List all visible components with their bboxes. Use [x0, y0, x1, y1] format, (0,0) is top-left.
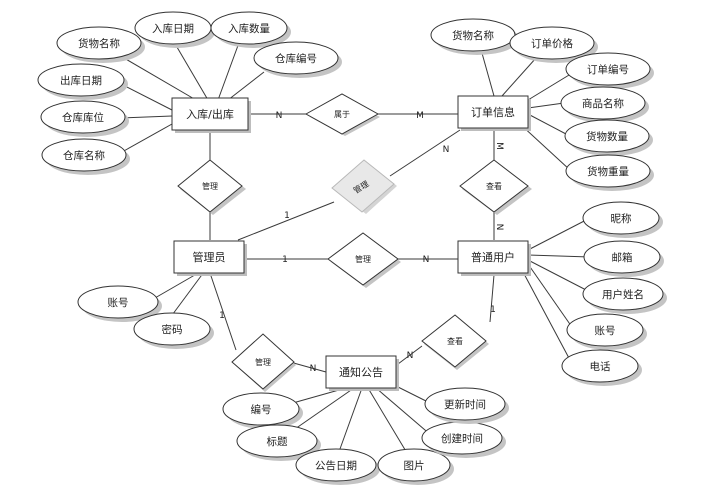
attr-inout-in-date: 入库日期: [134, 11, 215, 48]
attr-order-product-name: 商品名称: [560, 86, 649, 123]
relationship-manage-notice-label: 管理: [255, 357, 271, 367]
relationship-manage-inout-label: 管理: [202, 181, 218, 191]
attr-inout-in-qty: 入库数量: [210, 11, 291, 48]
cardinality-labels: N M M N 1 N 1 N 1 N 1 N: [219, 111, 504, 374]
attr-notice-image: 图片: [377, 448, 454, 485]
card-manage-notice-end: N: [310, 364, 317, 374]
relationship-view-order-user: 查看: [459, 159, 532, 215]
attr-inout-warehouse-slot-label: 仓库库位: [62, 111, 104, 124]
card-admin-manage-order: 1: [284, 211, 290, 221]
entity-user-label: 普通用户: [471, 250, 515, 264]
attr-notice-created-label: 创建时间: [441, 432, 483, 445]
attr-inout-out-date: 出库日期: [37, 63, 128, 100]
attr-inout-in-date-label: 入库日期: [152, 22, 194, 35]
attr-inout-warehouse-name-label: 仓库名称: [63, 149, 105, 162]
attr-admin-password: 密码: [133, 312, 214, 349]
relationship-manage-user-label: 管理: [355, 254, 371, 264]
relationship-belongs-label: 属于: [334, 110, 350, 119]
attr-notice-updated-label: 更新时间: [444, 398, 486, 411]
attr-notice-title-label: 标题: [267, 436, 288, 448]
card-view-user: N: [494, 224, 504, 231]
relationship-view-order-user-label: 查看: [486, 181, 502, 191]
attr-notice-updated: 更新时间: [424, 387, 509, 424]
attr-user-phone-label: 电话: [590, 360, 611, 373]
relationship-view-notice: 查看: [421, 314, 489, 370]
entity-admin-label: 管理员: [193, 250, 226, 264]
connector-lines: [99, 39, 591, 461]
entity-admin: 管理员: [173, 240, 247, 276]
attr-user-account-label: 账号: [595, 325, 616, 337]
attr-admin-account-label: 账号: [108, 297, 129, 309]
attr-order-goods-qty-label: 货物数量: [586, 130, 628, 143]
attr-user-account: 账号: [566, 313, 647, 350]
card-inout-belongs: N: [276, 111, 283, 121]
attr-order-goods-weight: 货物重量: [565, 154, 654, 191]
entity-order-label: 订单信息: [471, 105, 515, 119]
entity-order: 订单信息: [457, 95, 531, 131]
attr-notice-date: 公告日期: [295, 448, 380, 485]
attr-order-no-label: 订单编号: [587, 63, 629, 76]
attr-inout-goods-name-label: 货物名称: [78, 37, 120, 50]
relationship-manage-notice: 管理: [231, 333, 296, 392]
attr-inout-warehouse-slot: 仓库库位: [40, 100, 129, 137]
card-belongs-order: M: [416, 111, 424, 121]
card-view-notice-user: 1: [490, 305, 496, 315]
entity-notice: 通知公告: [325, 355, 399, 391]
attr-order-goods-name: 货物名称: [430, 18, 519, 55]
attr-inout-warehouse-no-label: 仓库编号: [275, 52, 317, 65]
entity-inout-label: 入库/出库: [186, 107, 234, 121]
attr-order-price: 订单价格: [509, 26, 598, 63]
attr-user-email: 邮箱: [583, 240, 664, 277]
card-admin-manage-user: 1: [282, 255, 288, 265]
relationship-manage-inout: 管理: [177, 159, 246, 215]
attr-admin-account: 账号: [77, 285, 162, 322]
card-manage-user-end: N: [423, 255, 430, 265]
entity-notice-label: 通知公告: [339, 365, 383, 379]
attr-inout-warehouse-name: 仓库名称: [41, 138, 130, 175]
attr-notice-title: 标题: [236, 424, 321, 461]
attr-notice-date-label: 公告日期: [315, 459, 357, 472]
card-view-notice-end: N: [407, 351, 414, 361]
attr-order-product-name-label: 商品名称: [582, 97, 624, 110]
attr-inout-out-date-label: 出库日期: [60, 74, 102, 87]
attr-user-nickname: 昵称: [582, 201, 663, 238]
attr-notice-image-label: 图片: [404, 459, 425, 472]
card-order-view: M: [494, 142, 504, 150]
attr-user-email-label: 邮箱: [612, 251, 633, 264]
relationship-manage-user: 管理: [327, 232, 401, 288]
entity-inout: 入库/出库: [171, 97, 251, 133]
attr-order-no: 订单编号: [565, 52, 654, 89]
attr-user-realname-label: 用户姓名: [602, 288, 644, 301]
relationship-manage-order: 管理: [331, 159, 397, 214]
card-admin-manage-notice: 1: [219, 311, 225, 321]
attr-user-phone: 电话: [561, 349, 642, 386]
attr-notice-created: 创建时间: [421, 421, 506, 458]
attr-notice-no-label: 编号: [251, 403, 272, 416]
attr-notice-no: 编号: [222, 392, 303, 429]
attr-order-price-label: 订单价格: [531, 37, 573, 50]
attr-user-realname: 用户姓名: [582, 277, 667, 314]
attr-order-goods-qty: 货物数量: [564, 119, 653, 156]
attr-admin-password-label: 密码: [162, 323, 183, 336]
attr-inout-goods-name: 货物名称: [56, 26, 145, 63]
attr-order-goods-name-label: 货物名称: [452, 29, 494, 42]
card-manage-order-end: N: [443, 145, 450, 155]
attr-inout-in-qty-label: 入库数量: [228, 22, 270, 35]
relationship-view-notice-label: 查看: [447, 336, 463, 346]
attr-inout-warehouse-no: 仓库编号: [253, 41, 342, 78]
relationship-belongs: 属于: [304, 93, 380, 136]
attr-order-goods-weight-label: 货物重量: [587, 165, 629, 178]
attr-user-nickname-label: 昵称: [611, 212, 632, 225]
entity-user: 普通用户: [457, 240, 531, 276]
